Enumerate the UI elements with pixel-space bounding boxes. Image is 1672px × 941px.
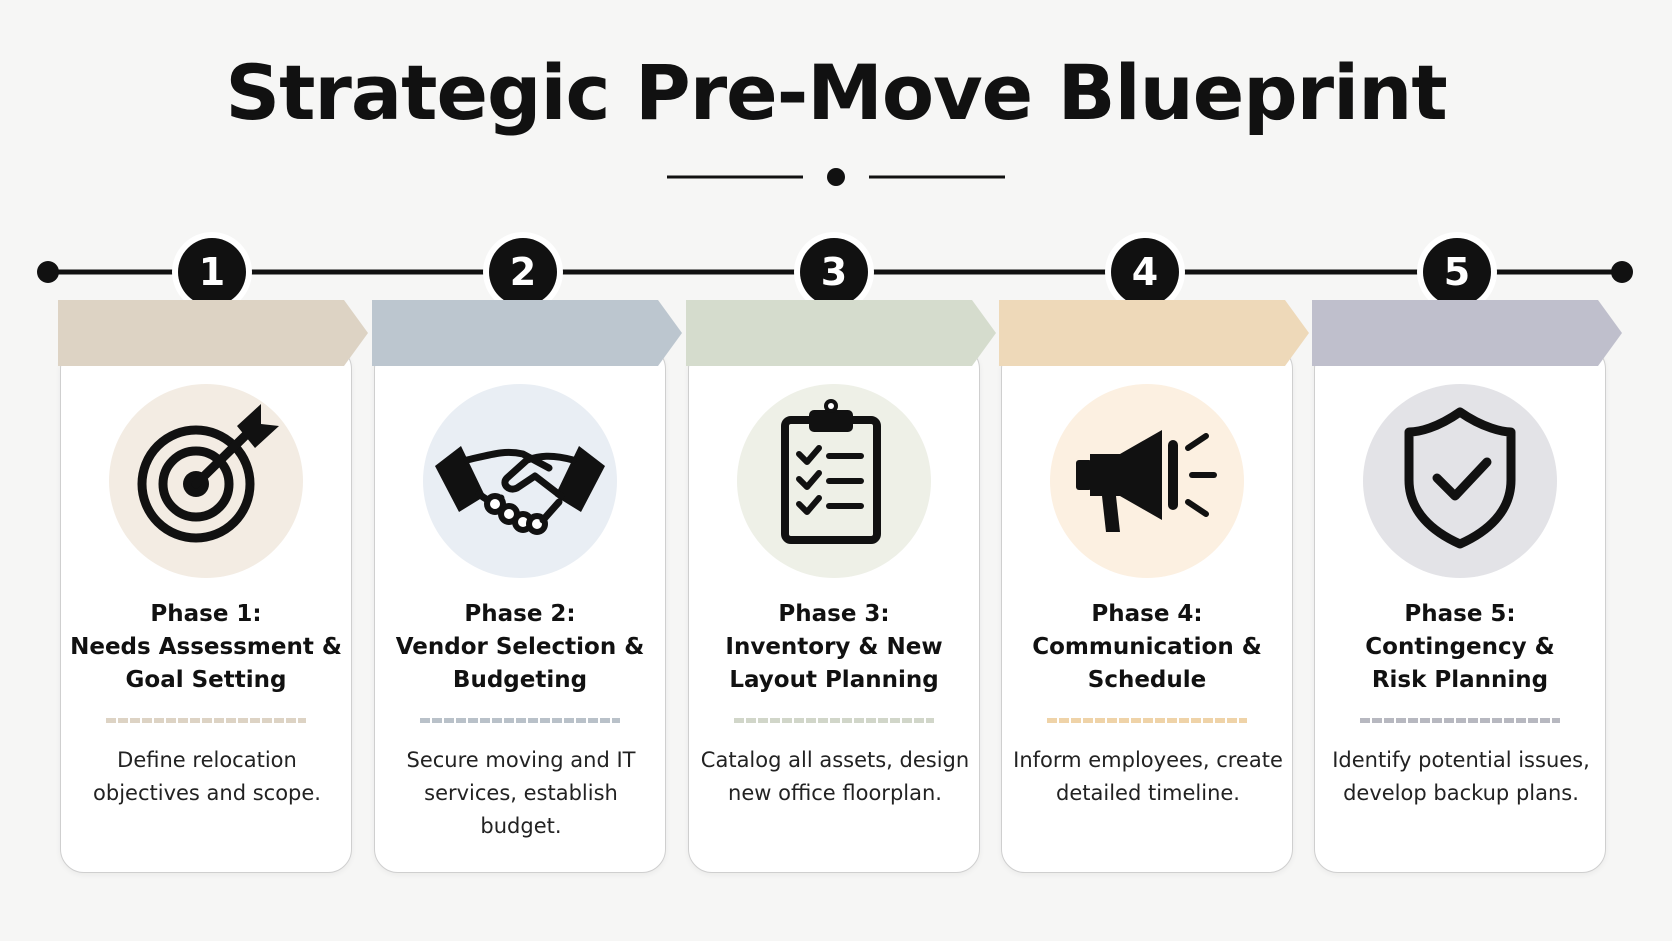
phase-title-line: Budgeting [452,667,588,693]
phase-divider [420,718,620,723]
phase-title-line: Layout Planning [729,667,939,693]
phase-title: Phase 4: Communication & Schedule [1002,598,1292,697]
handshake-icon [435,446,605,535]
phase-description: Identify potential issues, develop backup… [1325,744,1597,810]
phase-divider [734,718,934,723]
phase-description-line: new office floorplan. [728,781,942,805]
phase-title-line: Phase 2: [464,601,576,627]
phase-description-line: Inform employees, create [1013,748,1283,772]
phase-title-line: Phase 1: [150,601,262,627]
timeline-end-dot [1611,261,1633,283]
phase-banner-2 [372,300,682,366]
phase-description-line: develop backup plans. [1343,781,1579,805]
phase-title-line: Contingency & [1365,634,1555,660]
phase-description-line: objectives and scope. [93,781,321,805]
phase-title-line: Communication & [1032,634,1262,660]
shield-check-icon [1404,407,1516,549]
icon-circle [737,384,931,578]
icon-circle [109,384,303,578]
phase-description-line: services, establish budget. [424,781,618,838]
phase-description-line: Define relocation [117,748,297,772]
phase-title: Phase 2: Vendor Selection & Budgeting [375,598,665,697]
phase-title-line: Risk Planning [1371,667,1549,693]
phase-title-line: Phase 5: [1404,601,1516,627]
phase-marker-3: 3 [794,232,874,310]
timeline-start-dot [37,261,59,283]
phase-divider [1047,718,1247,723]
phase-title: Phase 5: Contingency & Risk Planning [1315,598,1605,697]
phase-marker-2: 2 [483,232,563,310]
phase-description: Secure moving and IT services, establish … [385,744,657,843]
phase-description: Define relocation objectives and scope. [71,744,343,810]
phase-title-line: Schedule [1087,667,1207,693]
target-icon [137,404,279,543]
megaphone-icon [1076,430,1217,532]
clipboard-checklist-icon [781,399,881,544]
phase-title-line: Vendor Selection & [395,634,645,660]
phase-title-line: Phase 3: [778,601,890,627]
phase-number: 5 [1444,250,1470,294]
icon-circle [1050,384,1244,578]
phase-title: Phase 1: Needs Assessment & Goal Setting [61,598,351,697]
phase-marker-4: 4 [1105,232,1185,310]
phase-title-line: Phase 4: [1091,601,1203,627]
phase-number: 1 [199,250,225,294]
phase-divider [1360,718,1560,723]
page-title: Strategic Pre-Move Blueprint [225,48,1447,137]
icon-circle [423,384,617,578]
phase-banner-3 [686,300,996,366]
phase-banner-4 [999,300,1309,366]
title-ornament [667,168,1005,186]
icon-circle [1363,384,1557,578]
phase-description: Inform employees, create detailed timelin… [1012,744,1284,810]
phase-title-line: Needs Assessment & [70,634,342,660]
phase-description-line: Identify potential issues, [1332,748,1590,772]
phase-marker-1: 1 [172,232,252,310]
phase-number: 4 [1132,250,1158,294]
phase-description-line: Catalog all assets, design [700,748,970,772]
phase-title-line: Goal Setting [125,667,287,693]
phase-number: 2 [510,250,536,294]
phase-description: Catalog all assets, design new office flo… [699,744,971,810]
phase-description-line: detailed timeline. [1056,781,1240,805]
phase-banner-1 [58,300,368,366]
phase-number: 3 [821,250,847,294]
phase-marker-5: 5 [1417,232,1497,310]
phase-title-line: Inventory & New [725,634,943,660]
phase-description-line: Secure moving and IT [406,748,636,772]
phase-banner-5 [1312,300,1622,366]
timeline: 1 2 3 4 5 [37,232,1633,310]
phase-divider [106,718,306,723]
